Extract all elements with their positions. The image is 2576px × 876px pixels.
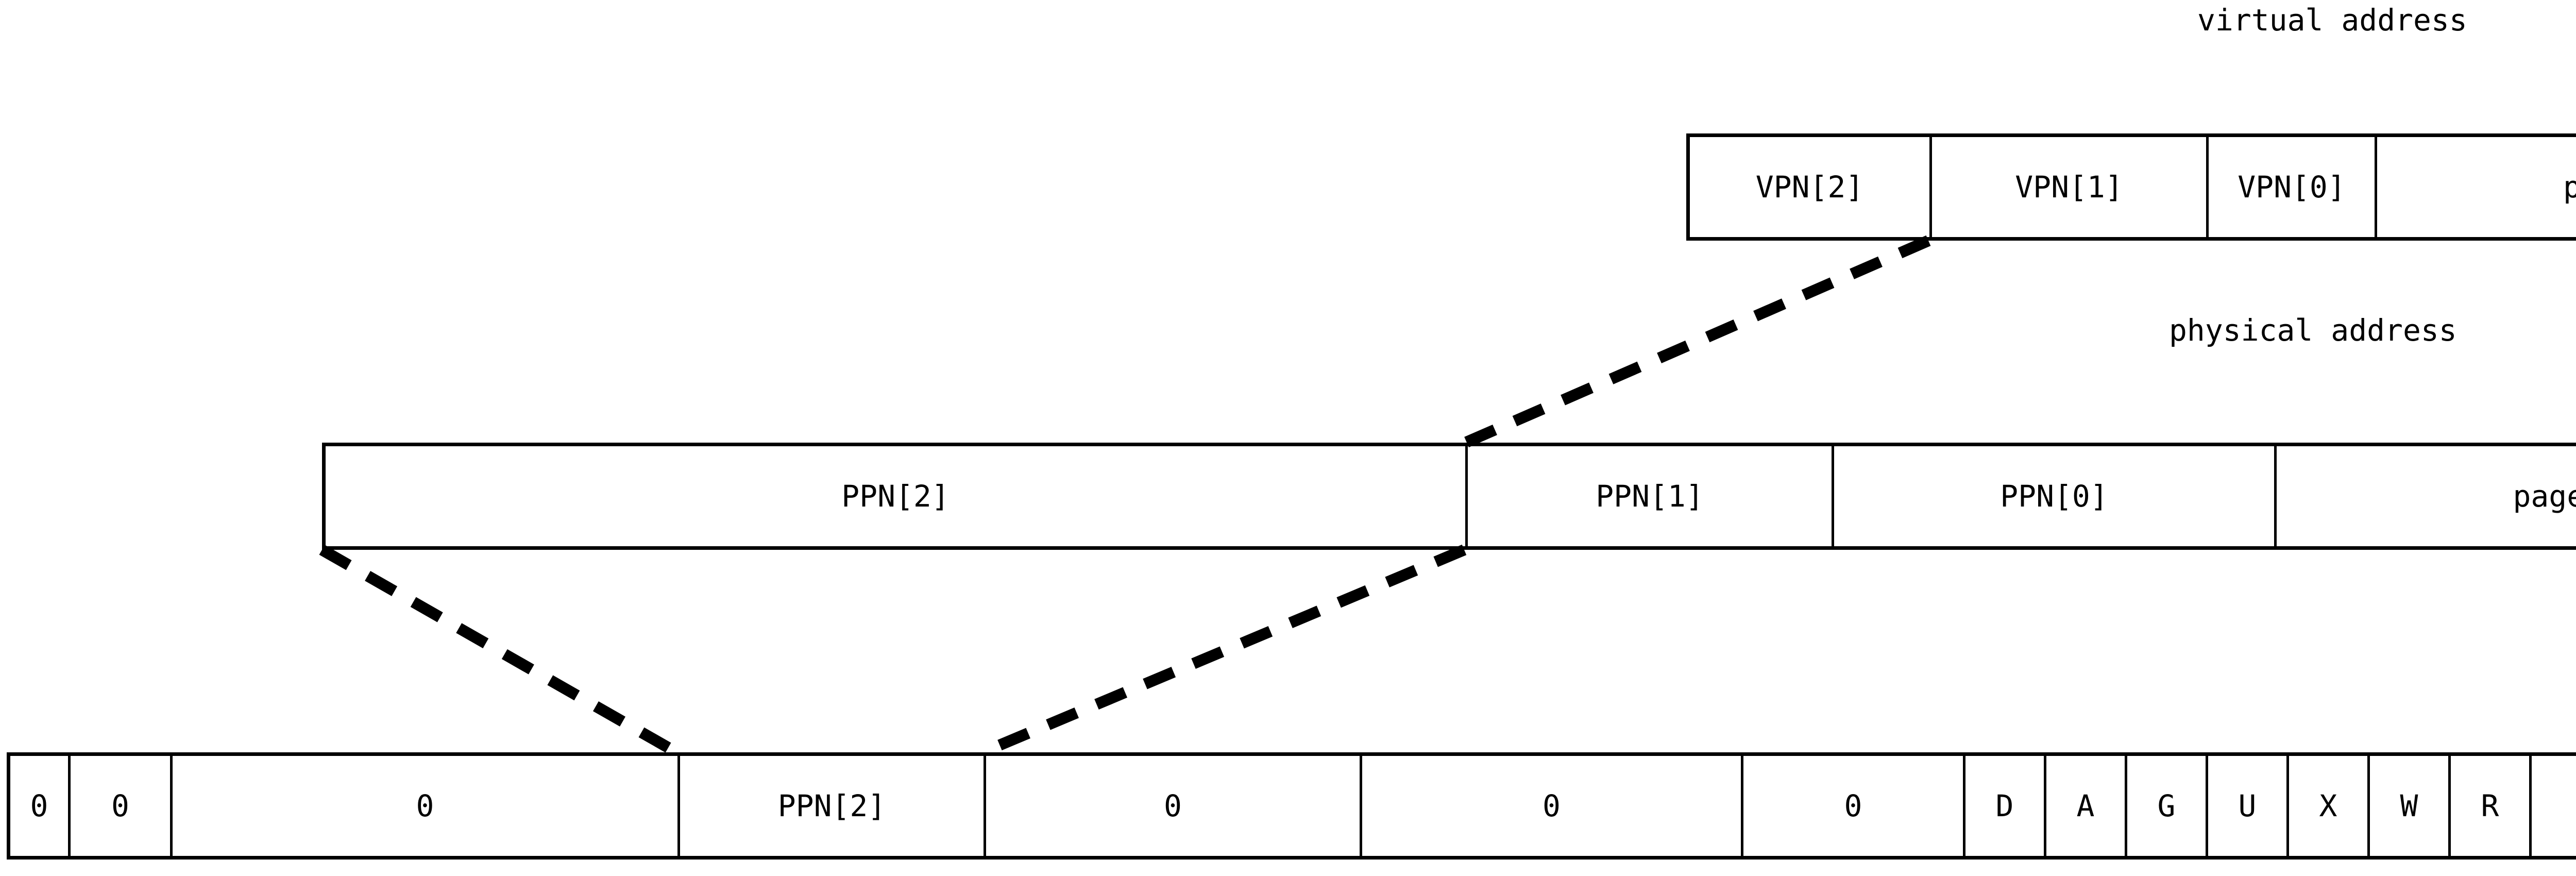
- field-pa-page-offset: page offset: [2277, 446, 2576, 546]
- pte-field-ppn-1-zero: 0: [986, 756, 1362, 856]
- pte-flag-x: X: [2289, 756, 2370, 856]
- pte-flag-valid: 1: [2532, 756, 2576, 856]
- field-vpn-2: VPN[2]: [1690, 137, 1932, 237]
- virtual-address-row: VPN[2] VPN[1] VPN[0] page offset: [1686, 133, 2576, 241]
- pte-row: 0 0 0 PPN[2] 0 0 0 D A G U X W R 1: [7, 752, 2576, 860]
- pte-field-rsw-zero: 0: [1743, 756, 1965, 856]
- physical-address-label: physical address: [2169, 313, 2457, 348]
- dashed-connector-ppn2-left-to-pte: [319, 545, 680, 757]
- pte-field-ppn-0-zero: 0: [1362, 756, 1743, 856]
- pte-flag-r: R: [2451, 756, 2532, 856]
- virtual-address-label: virtual address: [2197, 3, 2467, 38]
- field-ppn-2: PPN[2]: [326, 446, 1468, 546]
- pte-field-reserved-0: 0: [10, 756, 71, 856]
- field-vpn-0: VPN[0]: [2209, 137, 2377, 237]
- dashed-connector-ppn2-right-to-pte: [980, 544, 1467, 758]
- pte-flag-u: U: [2208, 756, 2289, 856]
- pte-flag-a: A: [2046, 756, 2127, 856]
- pte-field-reserved-2: 0: [173, 756, 680, 856]
- field-ppn-0: PPN[0]: [1834, 446, 2277, 546]
- pte-flag-g: G: [2127, 756, 2208, 856]
- field-ppn-1: PPN[1]: [1468, 446, 1834, 546]
- pte-field-ppn-2: PPN[2]: [680, 756, 986, 856]
- dashed-connector-vpn2-to-ppn2: [1462, 235, 1931, 449]
- pte-flag-w: W: [2370, 756, 2451, 856]
- pte-flag-d: D: [1965, 756, 2046, 856]
- physical-address-row: PPN[2] PPN[1] PPN[0] page offset: [322, 443, 2576, 550]
- pte-field-reserved-1: 0: [71, 756, 173, 856]
- field-va-page-offset: page offset: [2377, 137, 2576, 237]
- field-vpn-1: VPN[1]: [1932, 137, 2209, 237]
